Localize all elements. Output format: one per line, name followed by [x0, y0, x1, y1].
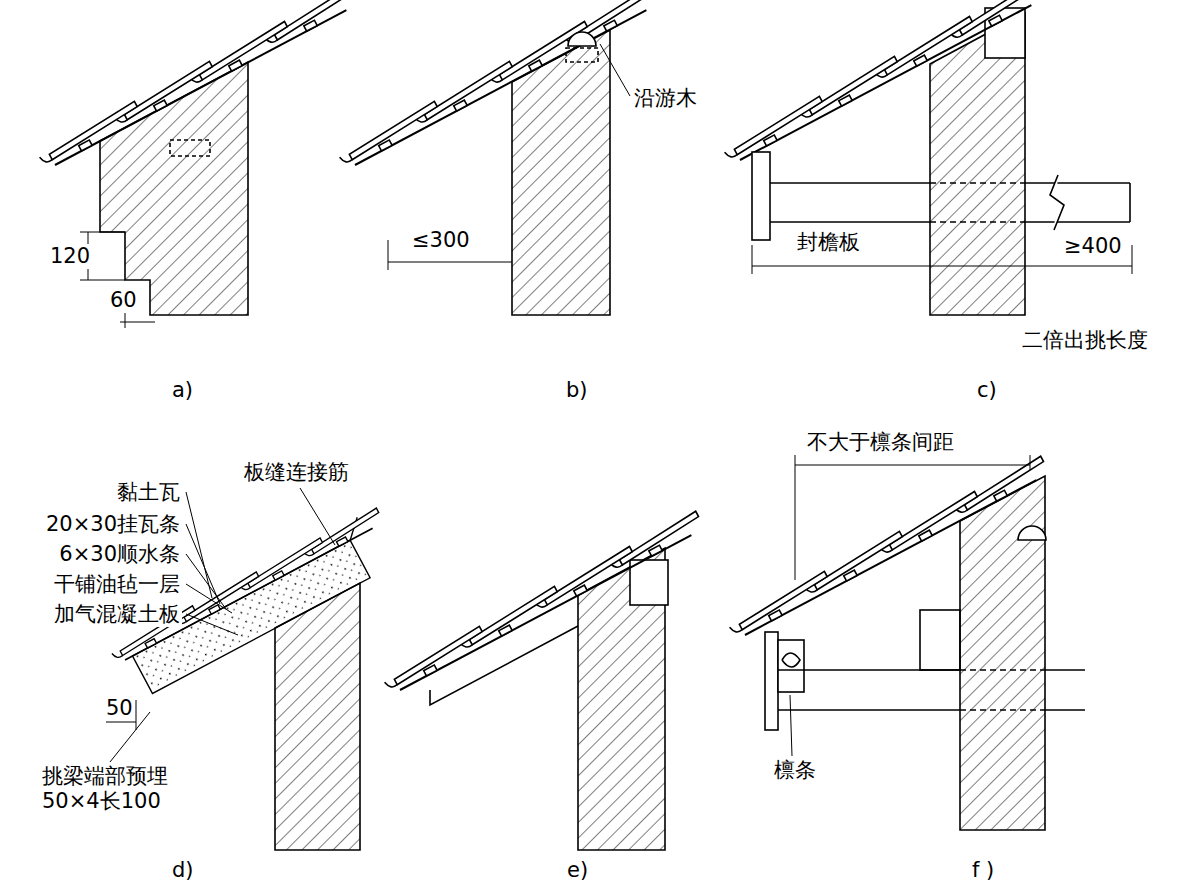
part-label: 加气混凝土板 — [52, 602, 182, 627]
part-label: 沿游木 — [632, 86, 699, 111]
part-label: 檩条 — [772, 758, 818, 783]
part-label: 黏土瓦 — [115, 480, 182, 505]
dimension: 不大于檩条间距 — [805, 430, 956, 455]
figure-label: e) — [565, 858, 590, 883]
part-label: 挑梁端部预埋 50×4长100 — [40, 764, 194, 814]
dimension: 60 — [108, 288, 139, 313]
figure-label: d) — [170, 858, 196, 883]
part-label: 封檐板 — [795, 230, 862, 255]
figure-label: c) — [975, 378, 999, 403]
part-label: 干铺油毡一层 — [52, 572, 182, 597]
figure-label: f ) — [970, 858, 996, 883]
dimension: ≤300 — [410, 228, 472, 253]
part-label: 板缝连接筋 — [242, 460, 351, 485]
dimension: 50 — [104, 696, 135, 721]
figure-label: a) — [170, 378, 195, 403]
dimension: 120 — [48, 244, 92, 269]
dimension: ≥400 — [1062, 234, 1124, 259]
part-label: 6×30顺水条 — [57, 542, 182, 567]
note: 二倍出挑长度 — [1020, 328, 1150, 353]
figure-label: b) — [564, 378, 590, 403]
part-label: 20×30挂瓦条 — [44, 512, 182, 537]
